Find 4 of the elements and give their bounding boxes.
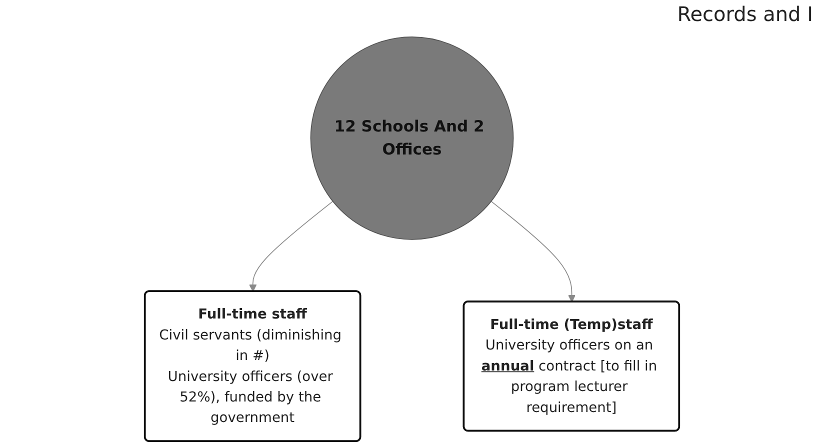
arrow (248, 200, 333, 292)
node-circle: 12 Schools And 2 Offices (310, 36, 514, 240)
arrow (490, 200, 576, 302)
heading-text: Records and I (677, 2, 813, 26)
